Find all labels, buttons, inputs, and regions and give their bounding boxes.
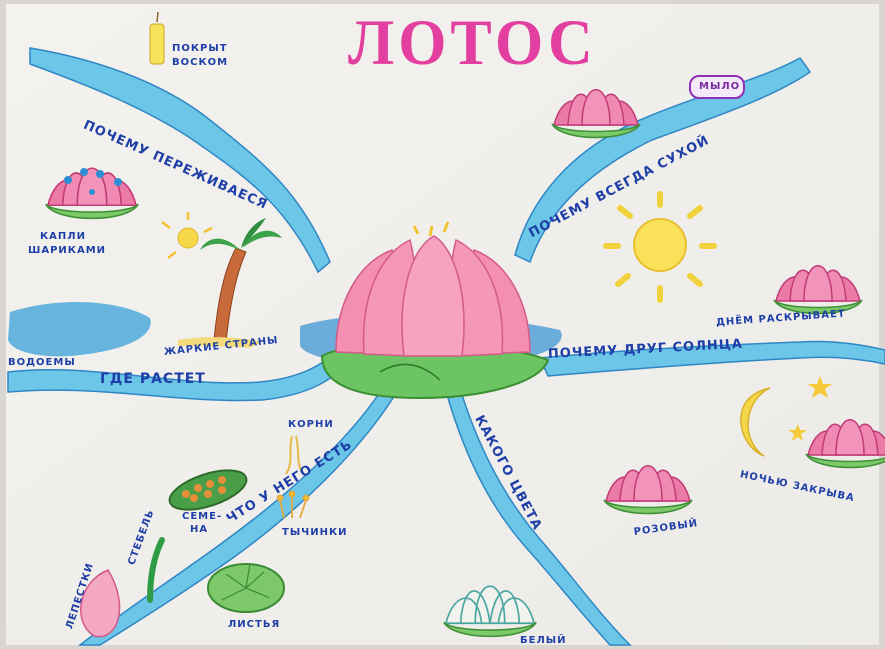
label-seeds-1: СЕМЕ- xyxy=(182,512,222,522)
label-roots: КОРНИ xyxy=(288,420,334,430)
label-drops-2: ШАРИКАМИ xyxy=(28,246,106,256)
label-drops-1: КАПЛИ xyxy=(40,232,86,242)
label-seeds-2: НА xyxy=(190,525,208,535)
leaf-icon xyxy=(208,564,284,612)
page-title: ЛОТОС xyxy=(348,10,597,75)
label-white: БЕЛЫЙ xyxy=(520,636,567,646)
branch-where-grows: ГДЕ РАСТЕТ xyxy=(100,372,206,386)
label-waters: ВОДОЕМЫ xyxy=(8,358,76,368)
label-wax-1: ПОКРЫТ xyxy=(172,44,228,54)
label-soap: МЫЛО xyxy=(699,82,740,92)
label-stamens: ТЫЧИНКИ xyxy=(282,528,348,538)
label-leaves: ЛИСТЬЯ xyxy=(228,620,280,630)
label-wax-2: ВОСКОМ xyxy=(172,58,228,68)
